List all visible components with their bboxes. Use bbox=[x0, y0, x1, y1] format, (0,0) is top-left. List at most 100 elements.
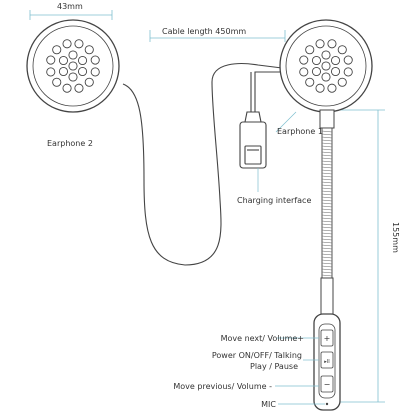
gooseneck-ring bbox=[321, 241, 333, 244]
move-next-label: Move next/ Volume+ bbox=[221, 334, 304, 343]
grille-hole bbox=[315, 83, 325, 93]
grille-hole bbox=[343, 55, 353, 65]
gooseneck-ring bbox=[321, 247, 333, 250]
boom-lower-tube bbox=[320, 277, 334, 315]
grille-hole bbox=[330, 55, 341, 66]
grille-hole bbox=[68, 61, 78, 71]
gooseneck-ring bbox=[321, 193, 333, 196]
grille-hole bbox=[327, 83, 337, 93]
gooseneck-ring bbox=[321, 187, 333, 190]
earphone-2-grille bbox=[46, 39, 100, 93]
grille-hole bbox=[62, 39, 72, 49]
move-previous-label: Move previous/ Volume - bbox=[173, 382, 272, 391]
main-cable bbox=[122, 63, 283, 266]
gooseneck-ring bbox=[321, 211, 333, 214]
gooseneck-ring bbox=[321, 133, 333, 136]
gooseneck-ring bbox=[321, 160, 333, 163]
grille-hole bbox=[315, 39, 325, 49]
gooseneck-ring bbox=[321, 208, 333, 211]
grille-hole bbox=[46, 55, 56, 65]
grille-hole bbox=[52, 77, 62, 87]
grille-hole bbox=[52, 45, 62, 55]
volume-minus-symbol: − bbox=[324, 380, 331, 389]
power-play-button bbox=[320, 351, 334, 369]
gooseneck-ring bbox=[321, 190, 333, 193]
charging-cable bbox=[254, 71, 282, 112]
gooseneck-ring bbox=[321, 268, 333, 271]
gooseneck-ring bbox=[321, 169, 333, 172]
grille-hole bbox=[305, 45, 315, 55]
grille-hole bbox=[321, 50, 331, 60]
power-label-line2: Play / Pause bbox=[250, 362, 298, 371]
dim-43-label: 43mm bbox=[57, 2, 83, 11]
grille-hole bbox=[77, 55, 88, 66]
grille-hole bbox=[84, 45, 94, 55]
gooseneck-ring bbox=[321, 220, 333, 223]
gooseneck-ring bbox=[321, 271, 333, 274]
earphone-1-speaker bbox=[279, 19, 373, 113]
earphone-1-leader bbox=[275, 111, 297, 133]
gooseneck-ring bbox=[321, 262, 333, 265]
volume-plus-button bbox=[320, 329, 334, 347]
gooseneck-ring bbox=[321, 148, 333, 151]
earphone-2-speaker bbox=[26, 19, 120, 113]
gooseneck-ring bbox=[321, 253, 333, 256]
gooseneck-ring bbox=[321, 205, 333, 208]
gooseneck-ring bbox=[321, 226, 333, 229]
boom-top-connector bbox=[319, 109, 335, 129]
mic-hole bbox=[325, 402, 329, 406]
grille-hole bbox=[74, 83, 84, 93]
gooseneck-ring bbox=[321, 256, 333, 259]
gooseneck-ring bbox=[321, 151, 333, 154]
grille-hole bbox=[90, 67, 100, 77]
gooseneck-ring bbox=[321, 238, 333, 241]
grille-hole bbox=[337, 45, 347, 55]
gooseneck-ring bbox=[321, 229, 333, 232]
gooseneck-ring bbox=[321, 175, 333, 178]
grille-hole bbox=[343, 67, 353, 77]
gooseneck-ring bbox=[321, 130, 333, 133]
gooseneck-ring bbox=[321, 214, 333, 217]
grille-hole bbox=[46, 67, 56, 77]
gooseneck-ring bbox=[321, 196, 333, 199]
grille-hole bbox=[68, 50, 78, 60]
gooseneck-ring bbox=[321, 142, 333, 145]
grille-hole bbox=[321, 61, 331, 71]
earphone-2-label: Earphone 2 bbox=[47, 139, 93, 148]
gooseneck-ring bbox=[321, 250, 333, 253]
grille-hole bbox=[84, 77, 94, 87]
grille-hole bbox=[58, 55, 69, 66]
charging-plug bbox=[239, 111, 267, 169]
power-label-line1: Power ON/OFF/ Talking bbox=[212, 351, 302, 360]
gooseneck-ring bbox=[321, 199, 333, 202]
grille-hole bbox=[311, 66, 322, 77]
dimension-lines bbox=[29, 10, 385, 403]
grille-hole bbox=[77, 66, 88, 77]
grille-hole bbox=[68, 72, 78, 82]
grille-hole bbox=[299, 55, 309, 65]
leader-lines bbox=[257, 111, 325, 405]
gooseneck-ring bbox=[321, 157, 333, 160]
earphone-1-grille bbox=[299, 39, 353, 93]
gooseneck-ring bbox=[321, 145, 333, 148]
mic-label: MIC bbox=[261, 400, 276, 409]
gooseneck-rings bbox=[321, 130, 333, 277]
grille-hole bbox=[62, 83, 72, 93]
grille-hole bbox=[74, 39, 84, 49]
charging-interface-label: Charging interface bbox=[237, 196, 311, 205]
gooseneck-ring bbox=[321, 235, 333, 238]
grille-hole bbox=[305, 77, 315, 87]
volume-minus-button bbox=[320, 375, 334, 393]
gooseneck-ring bbox=[321, 154, 333, 157]
grille-hole bbox=[321, 72, 331, 82]
gooseneck-ring bbox=[321, 181, 333, 184]
gooseneck-ring bbox=[321, 259, 333, 262]
gooseneck-ring bbox=[321, 139, 333, 142]
gooseneck-ring bbox=[321, 166, 333, 169]
gooseneck-ring bbox=[321, 172, 333, 175]
grille-hole bbox=[337, 77, 347, 87]
gooseneck-ring bbox=[321, 232, 333, 235]
gooseneck-ring bbox=[321, 163, 333, 166]
